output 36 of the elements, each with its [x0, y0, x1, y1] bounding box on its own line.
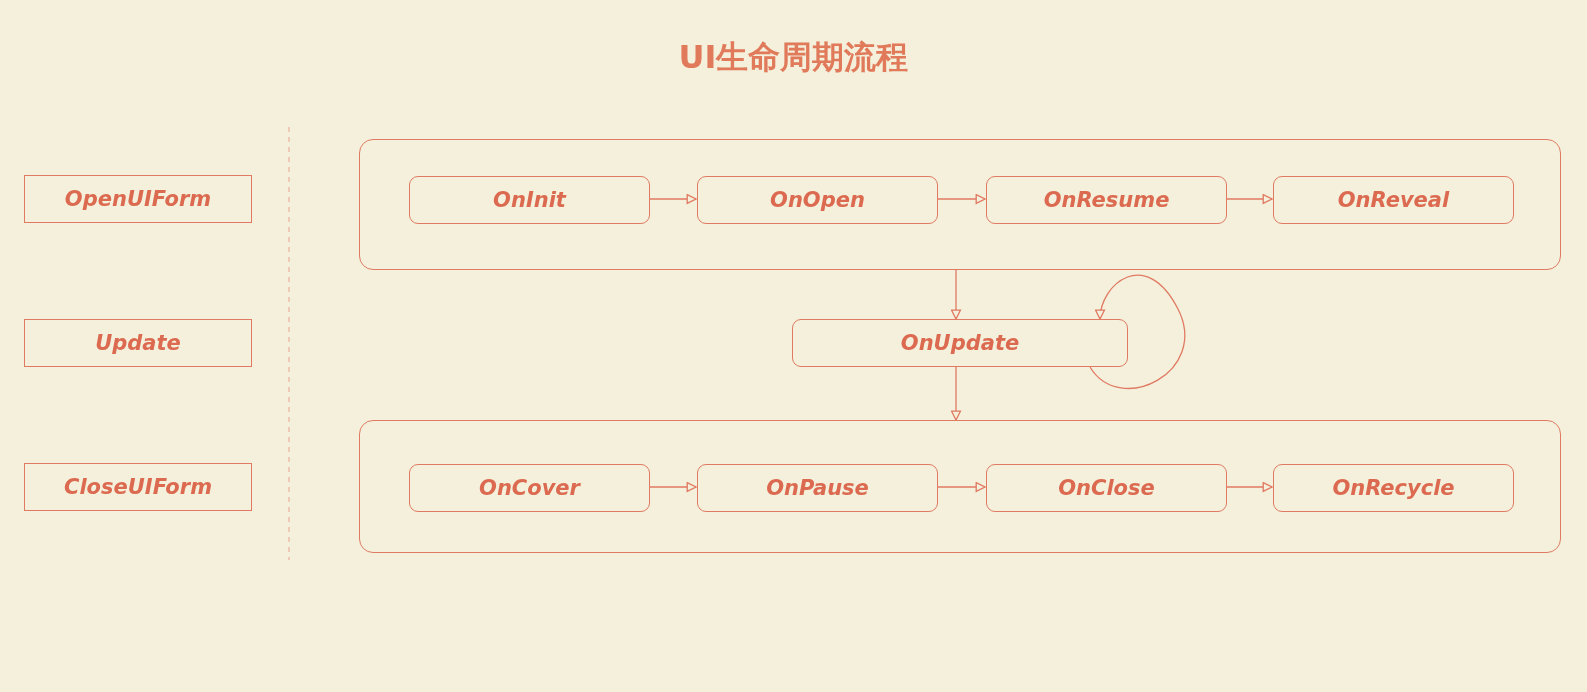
arrow — [950, 366, 962, 421]
method-box — [24, 175, 252, 223]
arrow — [648, 193, 697, 205]
process-box — [792, 319, 1128, 367]
loop-arrow — [1089, 274, 1186, 389]
node-label: OnOpen — [770, 188, 865, 212]
node-label: OnCover — [479, 476, 580, 500]
group-container — [359, 420, 1561, 553]
process-box — [697, 464, 938, 512]
arrow — [936, 193, 986, 205]
process-box — [986, 464, 1227, 512]
arrow — [1225, 193, 1273, 205]
group-container — [359, 139, 1561, 270]
node-label: OnRecycle — [1332, 476, 1455, 500]
arrow — [1225, 481, 1273, 493]
arrow — [936, 481, 986, 493]
process-box — [409, 464, 650, 512]
process-box — [1273, 176, 1514, 224]
node-label: OnInit — [493, 188, 566, 212]
process-box — [986, 176, 1227, 224]
arrow — [950, 269, 962, 320]
process-box — [697, 176, 938, 224]
node-label: CloseUIForm — [64, 475, 212, 499]
node-label: OnClose — [1058, 476, 1155, 500]
diagram-title: UI生命周期流程 — [678, 37, 909, 78]
node-label: OpenUIForm — [64, 187, 212, 211]
method-box — [24, 319, 252, 367]
process-box — [409, 176, 650, 224]
method-box — [24, 463, 252, 511]
arrow — [648, 481, 697, 493]
node-label: OnReveal — [1337, 188, 1450, 212]
node-label: OnResume — [1043, 188, 1170, 212]
node-label: Update — [95, 331, 181, 355]
node-label: OnPause — [766, 476, 869, 500]
process-box — [1273, 464, 1514, 512]
node-label: OnUpdate — [900, 331, 1020, 355]
